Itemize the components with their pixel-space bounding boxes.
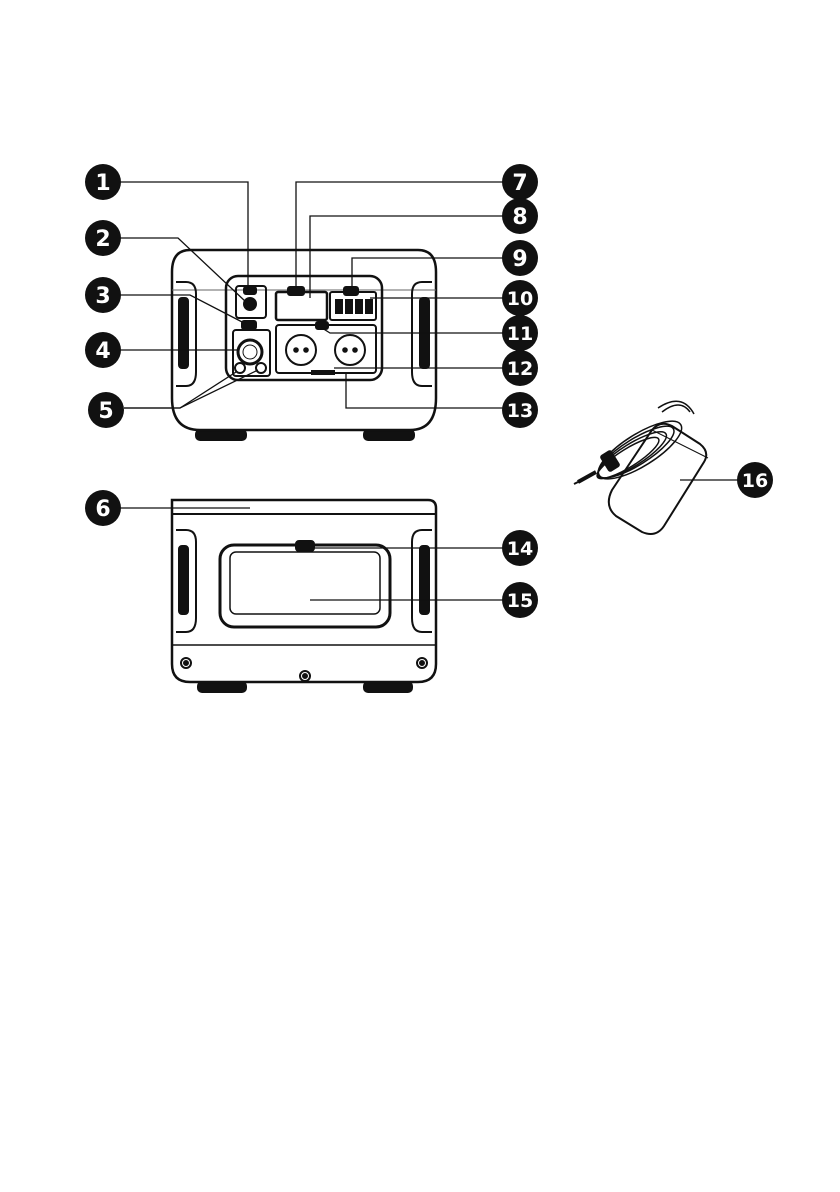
car-socket — [238, 340, 262, 364]
main-power-button — [288, 287, 304, 295]
ac-indicator — [312, 371, 334, 374]
dc-input-button — [244, 287, 256, 294]
dc-output-left — [235, 363, 245, 373]
dc-output-right — [256, 363, 266, 373]
adapter-brick — [609, 424, 706, 534]
callout-label: 1 — [95, 171, 110, 196]
usb-port-1 — [336, 300, 342, 313]
callout-label: 10 — [507, 288, 533, 310]
rear-hatch-inner — [230, 552, 380, 614]
callout-2: 2 — [85, 220, 121, 256]
callout-15: 15 — [502, 582, 538, 618]
callout-7: 7 — [502, 164, 538, 200]
front-foot-right — [364, 430, 414, 440]
ac-socket-left — [286, 335, 316, 365]
rear-foot-right — [364, 682, 412, 692]
callout-13: 13 — [502, 392, 538, 428]
callout-11: 11 — [502, 315, 538, 351]
hatch-latch — [296, 541, 314, 551]
cable-tie — [600, 450, 620, 472]
lcd-display — [276, 292, 327, 320]
callout-10: 10 — [502, 280, 538, 316]
car-port-button — [242, 321, 256, 329]
ac-socket-right — [335, 335, 365, 365]
callout-1: 1 — [85, 164, 121, 200]
callout-5: 5 — [88, 392, 124, 428]
callout-label: 16 — [742, 470, 768, 492]
front-foot-left — [196, 430, 246, 440]
usb-port-4 — [366, 300, 372, 313]
rear-leader-lines — [120, 508, 505, 600]
callout-label: 11 — [507, 323, 533, 345]
callout-9: 9 — [502, 240, 538, 276]
usb-port-3 — [356, 300, 362, 313]
callout-label: 4 — [95, 339, 110, 364]
callout-14: 14 — [502, 530, 538, 566]
callout-label: 2 — [95, 227, 110, 252]
callout-3: 3 — [85, 277, 121, 313]
dc-plug — [578, 472, 596, 482]
callout-label: 6 — [95, 497, 110, 522]
callout-label: 14 — [507, 538, 533, 560]
ac-outlet-frame — [276, 325, 376, 373]
ac-button — [316, 322, 328, 329]
rear-view — [172, 500, 436, 692]
callout-12: 12 — [502, 350, 538, 386]
power-adapter — [574, 401, 738, 534]
usb-button — [344, 287, 358, 295]
front-view — [172, 250, 436, 440]
callout-8: 8 — [502, 198, 538, 234]
callout-16: 16 — [737, 462, 773, 498]
dc-input-port — [244, 298, 256, 310]
callout-label: 8 — [512, 205, 527, 230]
rear-housing — [172, 500, 436, 682]
callout-label: 3 — [95, 284, 110, 309]
callout-label: 7 — [512, 171, 527, 196]
rear-foot-left — [198, 682, 246, 692]
usb-port-2 — [346, 300, 352, 313]
callout-label: 13 — [507, 400, 533, 422]
callout-label: 5 — [98, 399, 113, 424]
callout-4: 4 — [85, 332, 121, 368]
callout-6: 6 — [85, 490, 121, 526]
callout-label: 9 — [512, 247, 527, 272]
callout-label: 12 — [507, 358, 533, 380]
callout-label: 15 — [507, 590, 533, 612]
